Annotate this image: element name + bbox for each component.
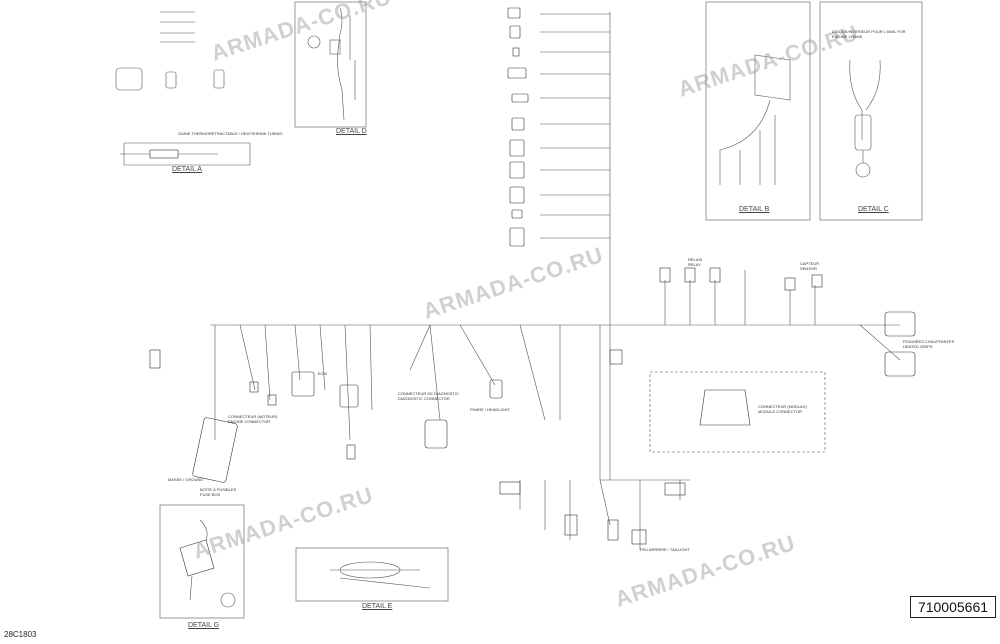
fuse-box-label: BOÎTE À FUSIBLES FUSE BOX	[200, 487, 237, 497]
diag-connector-label: CONNECTEUR DE DIAGNOSTIC DIAGNOSTIC CONN…	[398, 391, 459, 401]
module-region	[609, 349, 826, 453]
top-connectors	[507, 7, 529, 247]
right-connectors	[659, 267, 916, 377]
detail-b-frame	[705, 1, 811, 221]
sensor-label: CAPTEUR SENSOR	[800, 261, 820, 271]
detail-c-note: DISQUE/INTERIEUR POUR L'AMIL FOR ENGINE …	[832, 29, 906, 39]
detail-g-frame	[159, 504, 245, 619]
ground-label: MASSE / GROUND	[168, 477, 204, 482]
detail-e-title: DETAIL E	[362, 603, 393, 610]
heated-grips-label: POIGNÉES CHAUFFANTES HEATED GRIPS	[903, 339, 955, 349]
detail-c-title: DETAIL C	[858, 206, 889, 213]
detail-a-title: DETAIL A	[172, 166, 202, 173]
part-number: 710005661	[910, 596, 996, 618]
detail-g-title: DETAIL G	[188, 622, 220, 629]
detail-d-frame	[294, 1, 367, 128]
ecm-label: ECM	[318, 371, 327, 376]
taillight-label: FEU ARRIÈRE / TAILLIGHT	[640, 547, 690, 552]
detail-d-title: DETAIL D	[336, 128, 367, 135]
illustration-code: 28C1803	[4, 630, 37, 639]
detail-e-frame	[295, 547, 449, 602]
detail-b-title: DETAIL B	[739, 206, 770, 213]
left-components	[149, 349, 686, 545]
engine-connector-label: CONNECTEUR (MOTEUR) ENGINE CONNECTOR	[228, 414, 278, 424]
relay-label: RELAIS RELAY	[688, 257, 703, 267]
detail-a-note: GAINE THERMORÉTRACTABLE / HEATSHRINK TUB…	[178, 131, 283, 136]
module-connector-label: CONNECTEUR (MODULE) MODULE CONNECTOR	[758, 404, 808, 414]
legend-block	[115, 11, 225, 91]
main-harness	[210, 12, 901, 550]
headlight-label: PHARE / HEADLIGHT	[470, 407, 511, 412]
detail-a-drawing	[120, 142, 251, 166]
detail-c-frame	[819, 1, 923, 221]
